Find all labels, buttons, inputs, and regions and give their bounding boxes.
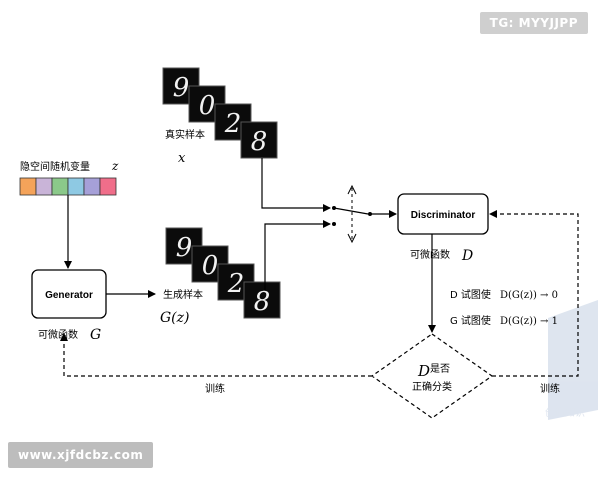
- latent-cell: [99, 177, 117, 196]
- feedback-to-discriminator-line: [489, 210, 579, 377]
- real-sample-digit: 0: [199, 91, 216, 121]
- real-sample-digit: 2: [224, 109, 242, 139]
- fake-to-switch-line: [264, 220, 331, 290]
- decision-diamond: [370, 333, 494, 419]
- generator-caption-var: G: [90, 327, 101, 343]
- latent-cell: [83, 177, 101, 196]
- objective-g-prefix: G 试图使: [450, 314, 491, 327]
- real-sample-card: 8: [240, 121, 278, 159]
- real-to-switch-line: [261, 158, 331, 212]
- objective-d-prefix: D 试图使: [450, 288, 491, 301]
- fake-sample-card: 2: [217, 263, 255, 301]
- latent-cell: [35, 177, 53, 196]
- generator-caption: 可微函数: [38, 328, 78, 341]
- decision-line2: 正确分类: [412, 380, 452, 393]
- real-sample-digit: 8: [251, 127, 268, 157]
- latent-cell: [19, 177, 37, 196]
- decision-var: D: [417, 362, 430, 380]
- discriminator-box: [397, 193, 489, 235]
- real-label: 真实样本: [165, 128, 205, 141]
- fake-sample-card: 8: [243, 281, 281, 319]
- discriminator-caption: 可微函数: [410, 248, 450, 261]
- latent-label: 隐空间随机变量: [20, 160, 90, 173]
- feedback-to-generator-line: [60, 333, 372, 377]
- real-sample-digit: 9: [173, 73, 190, 103]
- fake-sample-digit: 8: [254, 287, 271, 317]
- objective-g-expr: D(G(z)) → 1: [500, 316, 558, 327]
- fake-label: 生成样本: [163, 288, 203, 301]
- watermark-bottom-left: www.xjfdcbz.com: [8, 442, 154, 468]
- switch: [332, 184, 372, 244]
- objective-d-expr: D(G(z)) → 0: [500, 290, 558, 301]
- logo-watermark-text: 创造知识: [545, 406, 585, 419]
- latent-cell: [51, 177, 69, 196]
- fake-var: G(z): [160, 310, 189, 326]
- train-right-label: 训练: [540, 382, 560, 395]
- discriminator-caption-var: D: [461, 248, 473, 264]
- decision-line1: 是否: [430, 363, 450, 375]
- real-sample-card: 9: [162, 67, 200, 105]
- latent-var: z: [111, 159, 119, 173]
- fake-sample-digit: 2: [227, 269, 245, 299]
- fake-sample-digit: 9: [176, 233, 193, 263]
- fake-sample-digit: 0: [202, 251, 219, 281]
- logo-watermark: 创造知识: [545, 300, 598, 420]
- generator-label: Generator: [45, 290, 93, 301]
- watermark-top-right: TG: MYYJJPP: [479, 12, 588, 34]
- discriminator-label: Discriminator: [411, 210, 476, 221]
- real-var: x: [178, 151, 186, 166]
- train-left-label: 训练: [205, 382, 225, 395]
- latent-vector: [19, 177, 117, 196]
- latent-cell: [67, 177, 85, 196]
